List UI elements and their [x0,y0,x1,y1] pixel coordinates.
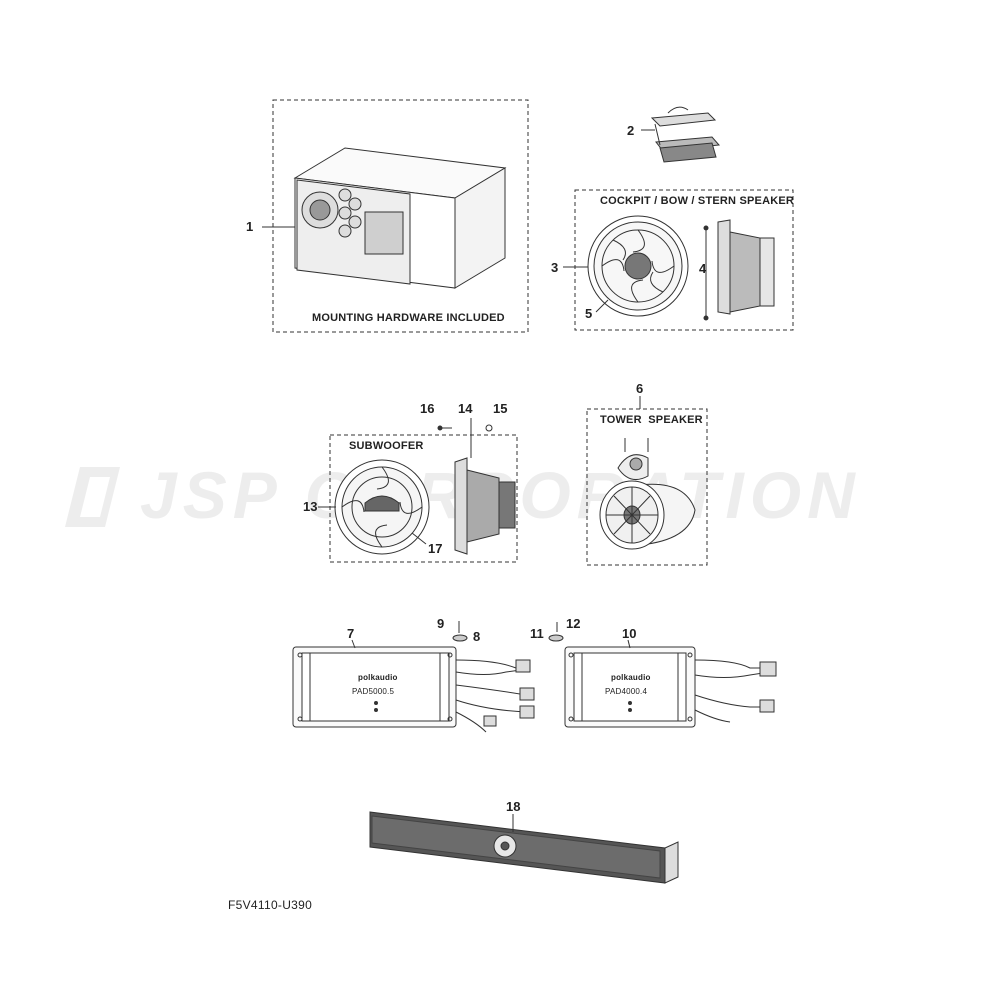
callout-4: 4 [699,261,707,276]
head-unit-drawing [293,147,507,289]
watermark-logo-icon [65,467,120,527]
cockpit-speaker-drawing [587,215,775,321]
callout-12: 12 [566,616,581,631]
callout-10: 10 [622,626,637,641]
callout-9: 9 [437,616,445,631]
cockpit-speaker-box [574,189,794,331]
callout-1: 1 [246,219,254,234]
connector-drawing [650,106,721,163]
callout-18: 18 [506,799,521,814]
leader-line-17 [411,532,427,545]
callout-16: 16 [420,401,435,416]
tower-speaker-box [586,408,708,566]
callout-5: 5 [585,306,593,321]
callout-14: 14 [458,401,473,416]
callout-6: 6 [636,381,644,396]
leader-line-5 [595,299,609,313]
caption-mounting-hardware: MOUNTING HARDWARE INCLUDED [312,312,505,324]
callout-2: 2 [627,123,635,138]
callout-15: 15 [493,401,508,416]
caption-subwoofer: SUBWOOFER [349,440,424,452]
amplifier-1-drawing [292,621,535,733]
callout-7: 7 [347,626,355,641]
callout-3: 3 [551,260,559,275]
sound-bar-drawing [369,811,679,884]
amplifier-2-brand: polkaudio [611,673,651,682]
callout-8: 8 [473,629,481,644]
caption-cockpit-speaker: COCKPIT / BOW / STERN SPEAKER [600,195,795,207]
callout-13: 13 [303,499,318,514]
amplifier-2-model: PAD4000.4 [605,687,648,696]
tower-speaker-drawing [599,438,696,550]
subwoofer-box [329,434,518,563]
subwoofer-drawing [334,424,516,555]
callout-17: 17 [428,541,443,556]
amplifier-1-model: PAD5000.5 [352,687,395,696]
diagram-code: F5V4110-U390 [228,898,313,912]
caption-tower-speaker: TOWER SPEAKER [600,414,703,426]
callout-11: 11 [530,626,544,641]
amplifier-1-brand: polkaudio [358,673,398,682]
leader-line-10 [627,639,631,649]
head-unit-box [272,99,529,333]
leader-line-7 [351,639,356,649]
amplifier-2-drawing [548,622,777,728]
